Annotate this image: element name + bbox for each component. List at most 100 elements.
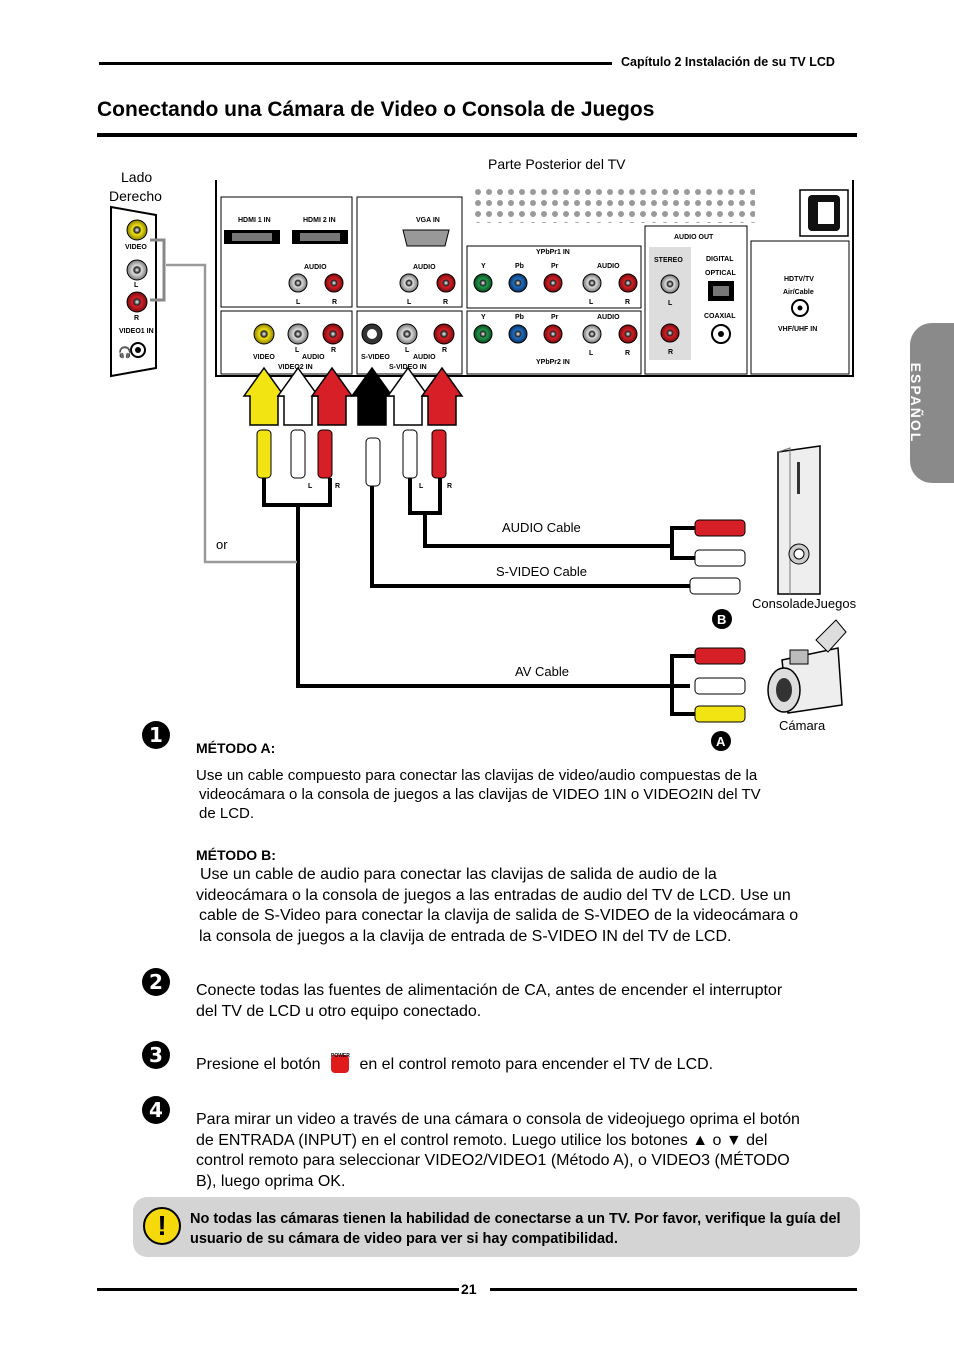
- arrows: [242, 366, 464, 426]
- ypbpr2-l-label: L: [589, 350, 594, 357]
- side-l-label: L: [134, 282, 139, 289]
- power-button-label: POWER: [330, 1053, 350, 1059]
- hdtv-label: HDTV/TV: [784, 276, 814, 283]
- page-number: 21: [461, 1281, 477, 1297]
- svideo-audio-label: AUDIO: [413, 354, 436, 361]
- av-cable-label: AV Cable: [515, 664, 569, 679]
- coaxial-label: COAXIAL: [704, 313, 736, 320]
- vga-r-label: R: [443, 299, 448, 306]
- video2in-label: VIDEO2 IN: [278, 364, 313, 371]
- vga-l-label: L: [407, 299, 412, 306]
- warning-icon: !: [143, 1207, 181, 1245]
- header-rule: [99, 62, 612, 65]
- power-button-icon: POWER: [330, 1053, 350, 1073]
- step-number-1: 1: [142, 721, 170, 749]
- step3-post: en el control remoto para encender el TV…: [359, 1056, 714, 1073]
- audio-out-label: AUDIO OUT: [674, 234, 714, 241]
- metodo-b-title: MÉTODO B:: [196, 847, 276, 863]
- side-panel: VIDEO L R VIDEO1 IN 🎧: [110, 205, 166, 378]
- side-label-1: Lado: [121, 169, 152, 185]
- digital-label: DIGITAL: [706, 256, 734, 263]
- footer-rule-left: [97, 1288, 459, 1291]
- step-number-3: 3: [142, 1041, 170, 1069]
- cables: [262, 478, 695, 716]
- svideo-label: S-VIDEO: [361, 354, 390, 361]
- step4-line-4: B), luego oprima OK.: [196, 1173, 346, 1190]
- plugs: L R L R: [256, 429, 452, 490]
- metodo-a-line-1: Use un cable compuesto para conectar las…: [196, 767, 758, 784]
- page-title: Conectando una Cámara de Video o Consola…: [97, 98, 655, 121]
- ypbpr1-y-label: Y: [481, 263, 486, 270]
- svideo-r-label: R: [442, 347, 447, 354]
- metodo-b-line-2: videocámara o la consola de juegos a las…: [196, 887, 791, 904]
- stereo-l-label: L: [668, 300, 673, 307]
- step3-pre: Presione el botón: [196, 1056, 321, 1073]
- metodo-a-line-3: de LCD.: [199, 805, 255, 822]
- stereo-r-label: R: [668, 349, 673, 356]
- badge-b-label: B: [717, 612, 726, 627]
- language-tab: ESPAÑOL: [908, 323, 954, 483]
- ypbpr1-label: YPbPr1 IN: [536, 249, 570, 256]
- step-number-4: 4: [142, 1096, 170, 1124]
- step2-line-1: Conecte todas las fuentes de alimentació…: [196, 982, 783, 999]
- ypbpr1-pr-label: Pr: [551, 263, 559, 270]
- step4-line-3: control remoto para seleccionar VIDEO2/V…: [196, 1152, 790, 1169]
- ypbpr2-pr-label: Pr: [551, 314, 559, 321]
- ypbpr1-l-label: L: [589, 299, 594, 306]
- step4-line-1: Para mirar un video a través de una cáma…: [196, 1111, 800, 1128]
- video2-audio-label: AUDIO: [302, 354, 325, 361]
- hdmi-audio-label: AUDIO: [304, 264, 327, 271]
- rear-label: Parte Posterior del TV: [488, 156, 626, 172]
- cable-end-plugs: [689, 519, 746, 723]
- title-rule: [97, 133, 857, 137]
- ypbpr2-r-label: R: [625, 350, 630, 357]
- camera-label: Cámara: [779, 718, 826, 733]
- side-video-label: VIDEO: [125, 244, 147, 251]
- hdmi1-label: HDMI 1 IN: [238, 217, 271, 224]
- ypbpr2-label: YPbPr2 IN: [536, 359, 570, 366]
- plug-l2-label: L: [419, 483, 424, 490]
- ypbpr2-y-label: Y: [481, 314, 486, 321]
- metodo-b-line-1: Use un cable de audio para conectar las …: [200, 866, 717, 883]
- step2-line-2: del TV de LCD u otro equipo conectado.: [196, 1003, 482, 1020]
- camera-icon: [767, 619, 847, 714]
- side-gray-cable: [166, 263, 297, 564]
- ypbpr1-r-label: R: [625, 299, 630, 306]
- ypbpr2-pb-label: Pb: [515, 314, 524, 321]
- vga-label: VGA IN: [416, 217, 440, 224]
- plug-l-label: L: [308, 483, 313, 490]
- aircable-label: Air/Cable: [783, 289, 814, 296]
- video2-l-label: L: [295, 347, 300, 354]
- badge-a-label: A: [716, 734, 726, 749]
- stereo-label: STEREO: [654, 257, 683, 264]
- step4-line-2: de ENTRADA (INPUT) en el control remoto.…: [196, 1132, 768, 1149]
- badge-a: [711, 731, 731, 751]
- video2-video-label: VIDEO: [253, 354, 275, 361]
- metodo-b-line-3: cable de S-Video para conectar la clavij…: [199, 907, 799, 924]
- headphone-icon: 🎧: [118, 346, 132, 359]
- metodo-b-line-4: la consola de juegos a la clavija de ent…: [199, 928, 732, 945]
- hdmi-r-label: R: [332, 299, 337, 306]
- warning-box: ! No todas las cámaras tienen la habilid…: [133, 1197, 860, 1257]
- ypbpr1-audio-label: AUDIO: [597, 263, 620, 270]
- console-label: ConsoladeJuegos: [752, 596, 857, 611]
- svideo-l-label: L: [405, 347, 410, 354]
- plug-r-label: R: [335, 483, 340, 490]
- vhfuhf-label: VHF/UHF IN: [778, 326, 817, 333]
- hdmi-l-label: L: [296, 299, 301, 306]
- step-number-2: 2: [142, 968, 170, 996]
- ypbpr1-pb-label: Pb: [515, 263, 524, 270]
- chapter-label: Capítulo 2 Instalación de su TV LCD: [621, 55, 835, 69]
- plug-r2-label: R: [447, 483, 452, 490]
- optical-label: OPTICAL: [705, 270, 736, 277]
- step3-line: Presione el botón POWER en el control re…: [196, 1053, 714, 1076]
- side-r-label: R: [134, 315, 139, 322]
- ypbpr2-audio-label: AUDIO: [597, 314, 620, 321]
- badge-b: [712, 609, 732, 629]
- rear-panel: HDMI 1 IN HDMI 2 IN AUDIO L R VGA IN AUD…: [215, 180, 854, 377]
- warning-text: No todas las cámaras tienen la habilidad…: [190, 1211, 841, 1247]
- metodo-a-line-2: videocámara o la consola de juegos a las…: [199, 786, 761, 803]
- video2-r-label: R: [331, 347, 336, 354]
- vga-audio-label: AUDIO: [413, 264, 436, 271]
- side-video1in-label: VIDEO1 IN: [119, 328, 154, 335]
